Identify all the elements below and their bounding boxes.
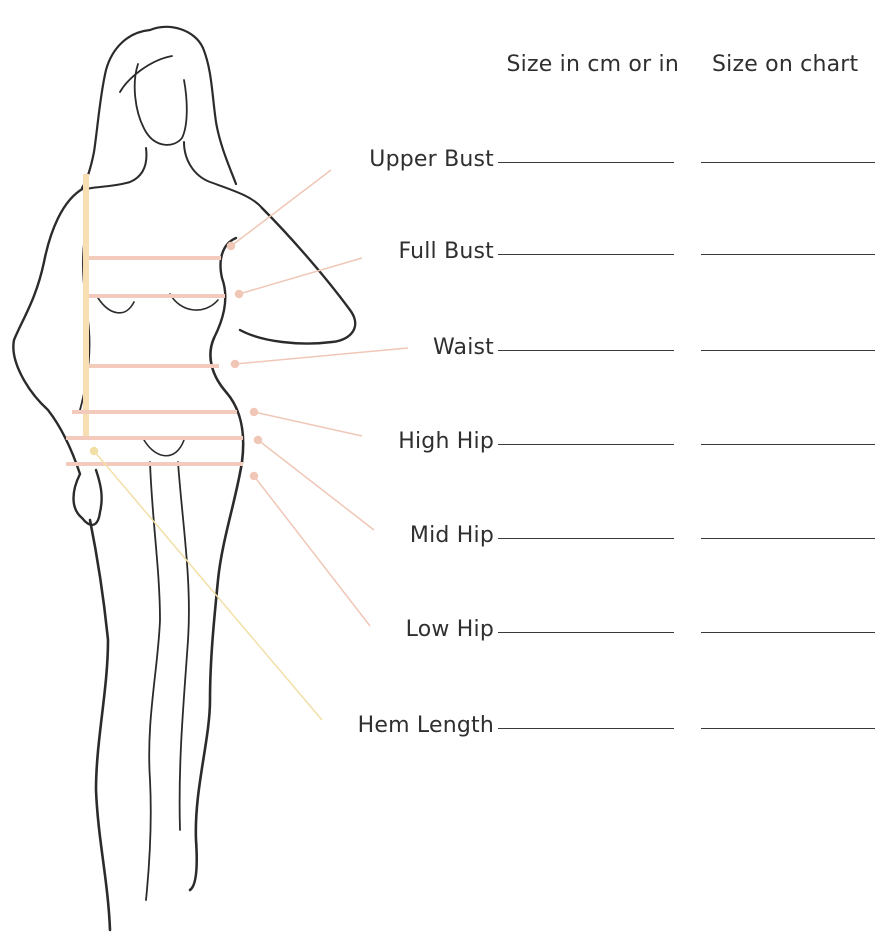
hem-length-leader — [94, 451, 322, 720]
right-arm — [214, 208, 355, 344]
waist-leader — [235, 348, 408, 364]
hem-length-chart-size-input[interactable] — [701, 728, 875, 729]
high-hip-dot — [251, 409, 258, 416]
upper-bust-leader — [231, 170, 331, 246]
upper-bust-dot — [228, 243, 235, 250]
left-leg — [90, 520, 110, 930]
face-outline — [120, 56, 187, 145]
low-hip-leader — [254, 476, 370, 626]
high-hip-size-input[interactable] — [498, 444, 674, 445]
high-hip-leader — [254, 412, 362, 436]
full-bust-leader — [239, 258, 362, 294]
full-bust-chart-size-input[interactable] — [701, 254, 875, 255]
crotch — [144, 440, 184, 456]
measurement-label: Mid Hip — [410, 523, 494, 548]
low-hip-dot — [251, 473, 258, 480]
neck-shoulders — [84, 142, 262, 208]
upper-bust-chart-size-input[interactable] — [701, 162, 875, 163]
hem-length-dot — [91, 448, 98, 455]
hem-length-leader-group — [91, 448, 323, 721]
measurement-label: Upper Bust — [369, 147, 494, 172]
low-hip-chart-size-input[interactable] — [701, 632, 875, 633]
measurement-label: Waist — [433, 335, 494, 360]
high-hip-chart-size-input[interactable] — [701, 444, 875, 445]
mid-hip-dot — [255, 437, 262, 444]
measurement-label: High Hip — [398, 429, 494, 454]
full-bust-dot — [236, 291, 243, 298]
waist-dot — [232, 361, 239, 368]
hair-outline — [82, 27, 236, 188]
inner-leg — [146, 462, 189, 900]
leader-lines — [228, 170, 409, 626]
measurement-label: Hem Length — [358, 713, 494, 738]
mid-hip-chart-size-input[interactable] — [701, 538, 875, 539]
full-bust-size-input[interactable] — [498, 254, 674, 255]
measurement-label: Low Hip — [406, 617, 494, 642]
mid-hip-size-input[interactable] — [498, 538, 674, 539]
upper-bust-size-input[interactable] — [498, 162, 674, 163]
waist-chart-size-input[interactable] — [701, 350, 875, 351]
waist-size-input[interactable] — [498, 350, 674, 351]
size-chart-column-header: Size on chart — [712, 52, 858, 77]
hem-length-size-input[interactable] — [498, 728, 674, 729]
hip-right — [190, 338, 243, 890]
size-input-column-header: Size in cm or in — [507, 52, 679, 77]
mid-hip-leader — [258, 440, 374, 530]
low-hip-size-input[interactable] — [498, 632, 674, 633]
measurement-label: Full Bust — [398, 239, 494, 264]
